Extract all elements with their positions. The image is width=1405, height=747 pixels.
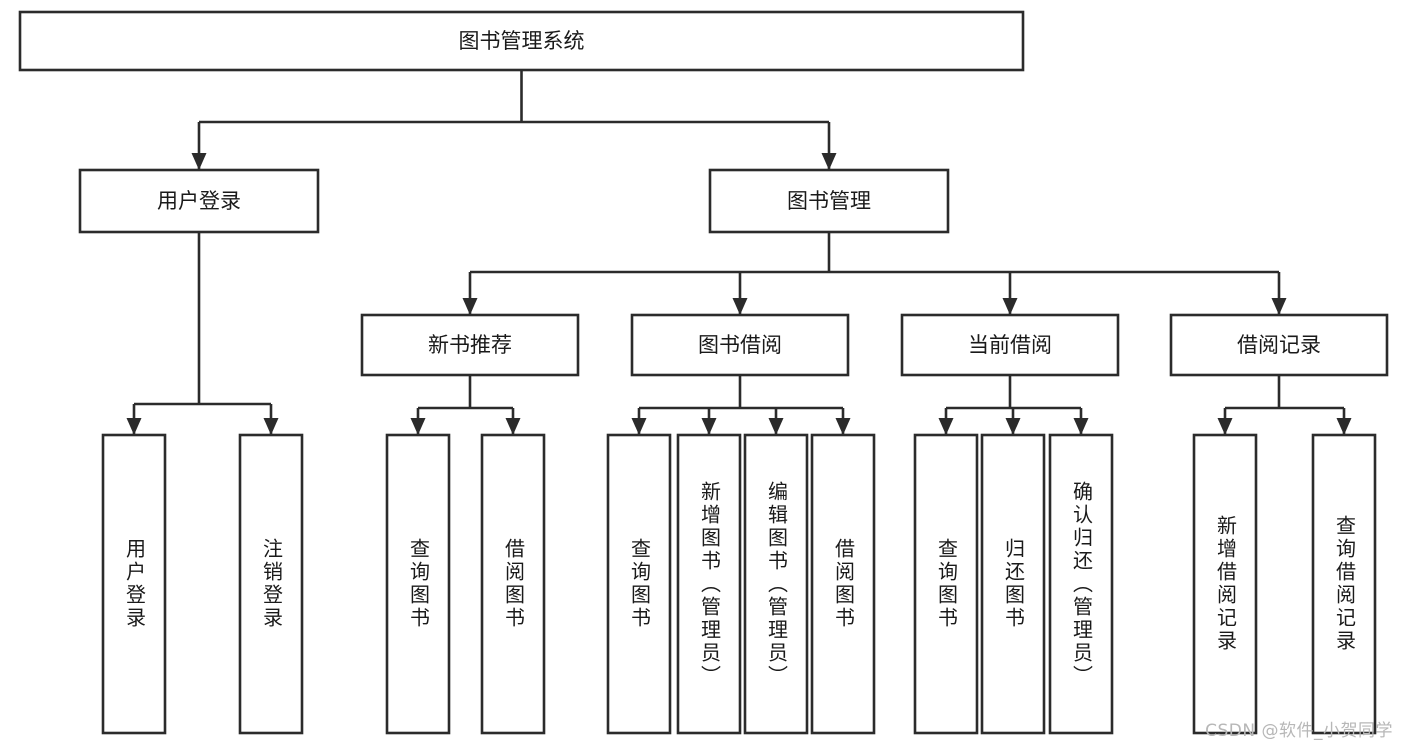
arrow-head [631,418,647,435]
arrow-head [1217,418,1233,435]
node-root-label: 图书管理系统 [459,29,585,53]
arrow-head [1073,418,1089,435]
node-leaf-logout-box[interactable] [238,433,304,735]
arrow-head [701,418,717,435]
node-borrow-record-label: 借阅记录 [1237,333,1321,357]
boxes-layer [18,10,1389,735]
arrow-head [768,418,784,435]
node-leaf-edit-book-box[interactable] [743,433,809,735]
arrow-head [410,418,426,435]
node-new-book-recommend-label: 新书推荐 [428,333,512,357]
node-leaf-query-book-1-box[interactable] [385,433,451,735]
node-leaf-query-record-box[interactable] [1311,433,1377,735]
arrow-head [263,418,279,435]
arrow-head [1002,298,1018,315]
csdn-watermark: CSDN @软件_小贺同学 [1205,721,1393,741]
arrow-head [191,153,207,170]
connectors-layer [126,70,1352,435]
arrow-head [126,418,142,435]
node-book-management-label: 图书管理 [787,189,871,213]
node-book-borrow-label: 图书借阅 [698,333,782,357]
node-book-management-box[interactable] [708,168,950,234]
node-leaf-borrow-book-1-box[interactable] [480,433,546,735]
arrow-head [1271,298,1287,315]
node-borrow-record-box[interactable] [1169,313,1389,377]
arrow-head [938,418,954,435]
arrow-head [732,298,748,315]
arrow-head [1005,418,1021,435]
node-user-login-box[interactable] [78,168,320,234]
node-leaf-borrow-book-2-box[interactable] [810,433,876,735]
node-book-borrow-box[interactable] [630,313,850,377]
arrow-head [835,418,851,435]
node-new-book-recommend-box[interactable] [360,313,580,377]
node-current-borrow-label: 当前借阅 [968,333,1052,357]
node-leaf-query-book-3-box[interactable] [913,433,979,735]
node-leaf-confirm-return-box[interactable] [1048,433,1114,735]
node-current-borrow-box[interactable] [900,313,1120,377]
node-leaf-user-login-box[interactable] [101,433,167,735]
arrow-head [505,418,521,435]
node-leaf-add-record-box[interactable] [1192,433,1258,735]
node-leaf-return-book-box[interactable] [980,433,1046,735]
arrow-head [462,298,478,315]
node-user-login-label: 用户登录 [157,189,241,213]
arrow-head [821,153,837,170]
arrow-head [1336,418,1352,435]
node-root-box[interactable] [18,10,1025,72]
node-leaf-query-book-2-box[interactable] [606,433,672,735]
node-leaf-add-book-box[interactable] [676,433,742,735]
